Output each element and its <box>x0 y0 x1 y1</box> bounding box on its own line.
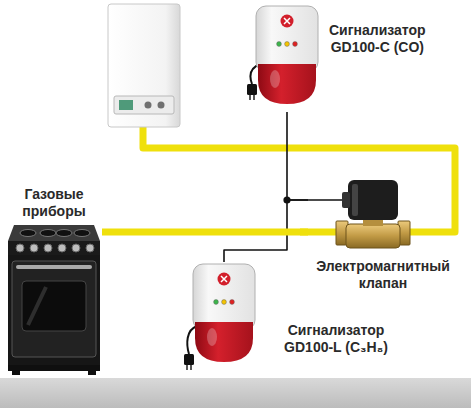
stove-foot <box>88 371 96 375</box>
valve-node: Электромагнитный клапан <box>308 176 458 292</box>
dome-highlight <box>207 328 217 346</box>
status-led <box>214 300 219 305</box>
signal-wire <box>287 112 308 200</box>
gas-pipe <box>143 118 455 232</box>
detector-picture <box>183 262 258 370</box>
window-reflection <box>28 287 46 325</box>
control-knob <box>86 244 94 252</box>
detector-node: Сигнализатор GD100-C (CO) <box>246 4 426 112</box>
stove-foot <box>12 371 20 375</box>
burner <box>74 229 90 236</box>
node-label: Сигнализатор GD100-C (CO) <box>329 22 426 56</box>
detector-logo <box>218 273 231 286</box>
detector-body <box>256 6 318 72</box>
gas-detector <box>247 6 318 104</box>
alarm-dome <box>258 64 316 104</box>
burner <box>56 229 72 236</box>
detector-picture <box>246 4 321 112</box>
alarm-dome <box>195 322 253 362</box>
detector-node: Сигнализатор GD100-L (C₃H₈) <box>183 262 406 370</box>
logo-mark <box>284 18 290 24</box>
node-label: Электромагнитный клапан <box>308 258 458 292</box>
gas-detector <box>184 264 255 370</box>
solenoid-valve <box>308 180 410 248</box>
boiler-knob <box>145 102 152 109</box>
stove-picture <box>6 225 102 375</box>
burner <box>40 229 56 236</box>
wire-lead <box>308 199 344 201</box>
cooktop <box>8 225 100 241</box>
wire-junction <box>283 196 290 203</box>
valve-body <box>346 224 400 248</box>
boiler-knob <box>158 102 165 109</box>
coil-terminal <box>342 192 350 208</box>
power-plug <box>184 354 194 365</box>
control-knob <box>16 244 24 252</box>
boiler-display <box>119 100 133 110</box>
status-led <box>277 42 282 47</box>
coil-highlight <box>352 184 358 216</box>
control-knob <box>44 244 52 252</box>
status-led <box>285 42 290 47</box>
stove-node: Газовые приборы <box>6 186 102 375</box>
valve-picture <box>308 176 458 256</box>
stove-body <box>8 255 100 367</box>
dome-highlight <box>270 70 280 88</box>
control-knob <box>30 244 38 252</box>
control-panel <box>8 241 100 255</box>
control-knob <box>72 244 80 252</box>
logo-mark <box>221 276 227 282</box>
plug-pins <box>250 95 254 100</box>
oven-window <box>22 281 86 331</box>
plug-pins <box>187 365 191 370</box>
detector-logo <box>281 15 294 28</box>
status-led <box>230 300 235 305</box>
control-knob <box>58 244 66 252</box>
gas-stove <box>8 225 100 375</box>
oven-door <box>12 261 96 357</box>
burner <box>20 229 36 236</box>
status-led <box>293 42 298 47</box>
plinth <box>8 365 100 371</box>
power-plug <box>247 84 257 95</box>
gas-pipe <box>102 229 308 236</box>
boiler-panel <box>114 96 174 114</box>
node-label: Газовые приборы <box>22 186 85 220</box>
status-led <box>222 300 227 305</box>
valve-coil <box>348 180 398 220</box>
boiler-body <box>108 4 180 127</box>
node-label: Сигнализатор GD100-L (C₃H₈) <box>266 322 406 356</box>
door-handle <box>16 265 92 269</box>
gas-boiler <box>108 4 180 127</box>
floor <box>0 378 471 408</box>
detector-body <box>193 264 255 330</box>
